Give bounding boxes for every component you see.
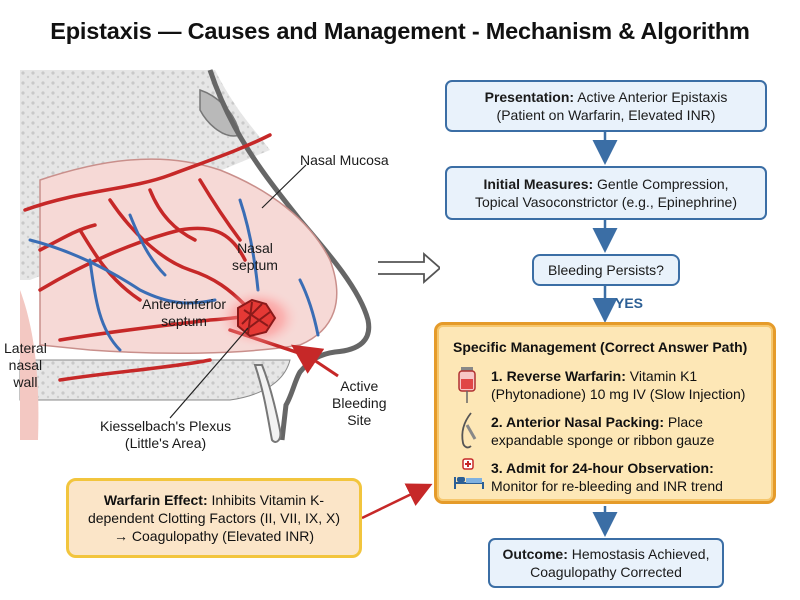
nasal-packing-icon xyxy=(461,412,477,449)
step-anterior-nasal-packing: 2. Anterior Nasal Packing: Place expanda… xyxy=(491,414,715,448)
management-title: Specific Management (Correct Answer Path… xyxy=(453,339,748,355)
presentation-box: Presentation: Active Anterior Epistaxis … xyxy=(445,80,767,132)
specific-management-box: Specific Management (Correct Answer Path… xyxy=(434,322,776,504)
vein-network xyxy=(28,198,320,352)
step-admit-observation: 3. Admit for 24-hour Observation: Monito… xyxy=(491,460,723,494)
nostril xyxy=(253,364,282,443)
label-nasal-mucosa: Nasal Mucosa xyxy=(300,152,389,168)
warfarin-effect-box: Warfarin Effect: Inhibits Vitamin K- dep… xyxy=(66,478,362,558)
label-kiesselbach-plexus: Kiesselbach's Plexus(Little's Area) xyxy=(100,418,232,451)
lateral-wall xyxy=(20,290,39,440)
bleeding-persists-box: Bleeding Persists? xyxy=(532,254,680,286)
leader-kiesselbach xyxy=(169,327,249,419)
leader-nasal-mucosa xyxy=(261,164,307,209)
warfarin-arrow xyxy=(361,483,433,520)
initial-measures-box: Initial Measures: Gentle Compression, To… xyxy=(445,166,767,220)
active-bleeding-arrow xyxy=(291,344,339,378)
step-reverse-warfarin: 1. Reverse Warfarin: Vitamin K1 (Phytona… xyxy=(491,368,746,402)
yes-label: YES xyxy=(615,295,644,311)
outcome-box: Outcome: Hemostasis Achieved, Coagulopat… xyxy=(488,538,724,588)
hospital-bed-icon xyxy=(454,458,484,489)
kiesselbach-plexus xyxy=(237,298,277,338)
nasal-anatomy-illustration xyxy=(19,69,440,520)
iv-bag-icon xyxy=(458,367,476,403)
page-title: Epistaxis — Causes and Management - Mech… xyxy=(50,18,750,44)
to-flowchart-arrow xyxy=(378,252,440,284)
